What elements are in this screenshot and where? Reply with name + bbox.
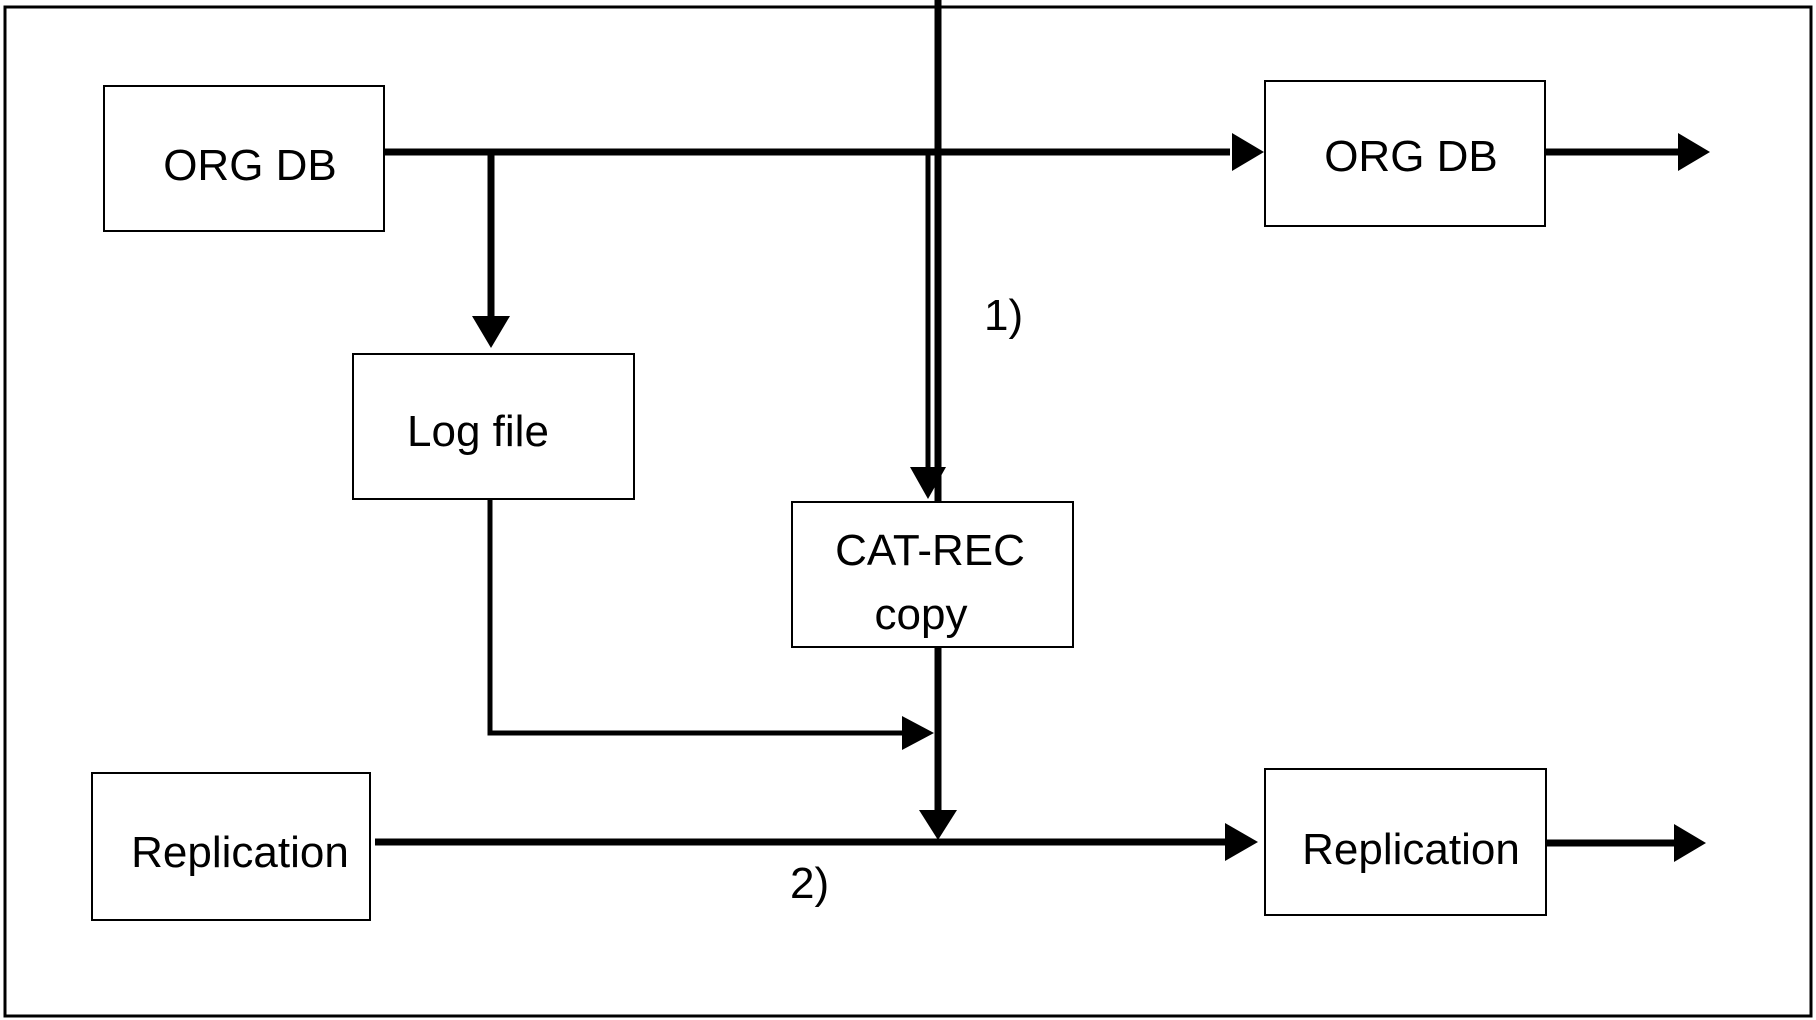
org-db-target-box: ORG DB (1264, 80, 1546, 227)
log-file-box: Log file (352, 353, 635, 500)
cat-rec-copy-box: CAT-REC copy (791, 501, 1074, 648)
log-file-label: Log file (407, 407, 549, 456)
arrow-log-file-to-merge (487, 497, 934, 750)
cat-rec-copy-label-line-1: CAT-REC (835, 526, 1025, 575)
replication-source-box: Replication (91, 772, 371, 921)
note-2: 2) (790, 859, 829, 908)
org-db-source-label: ORG DB (163, 141, 337, 190)
arrow-replication-to-replication (375, 823, 1258, 861)
replication-target-label: Replication (1302, 825, 1520, 874)
replication-target-box: Replication (1264, 768, 1547, 916)
org-db-source-box: ORG DB (103, 85, 385, 232)
org-db-target-label: ORG DB (1324, 132, 1498, 181)
cat-rec-copy-label-line-2: copy (875, 590, 968, 639)
arrow-to-log-file (472, 152, 510, 348)
note-1: 1) (984, 291, 1023, 340)
arrow-replication-output (1545, 824, 1706, 862)
arrow-org-db-to-org-db (380, 133, 1264, 171)
replication-source-label: Replication (131, 828, 349, 877)
arrow-org-db-output (1545, 133, 1710, 171)
